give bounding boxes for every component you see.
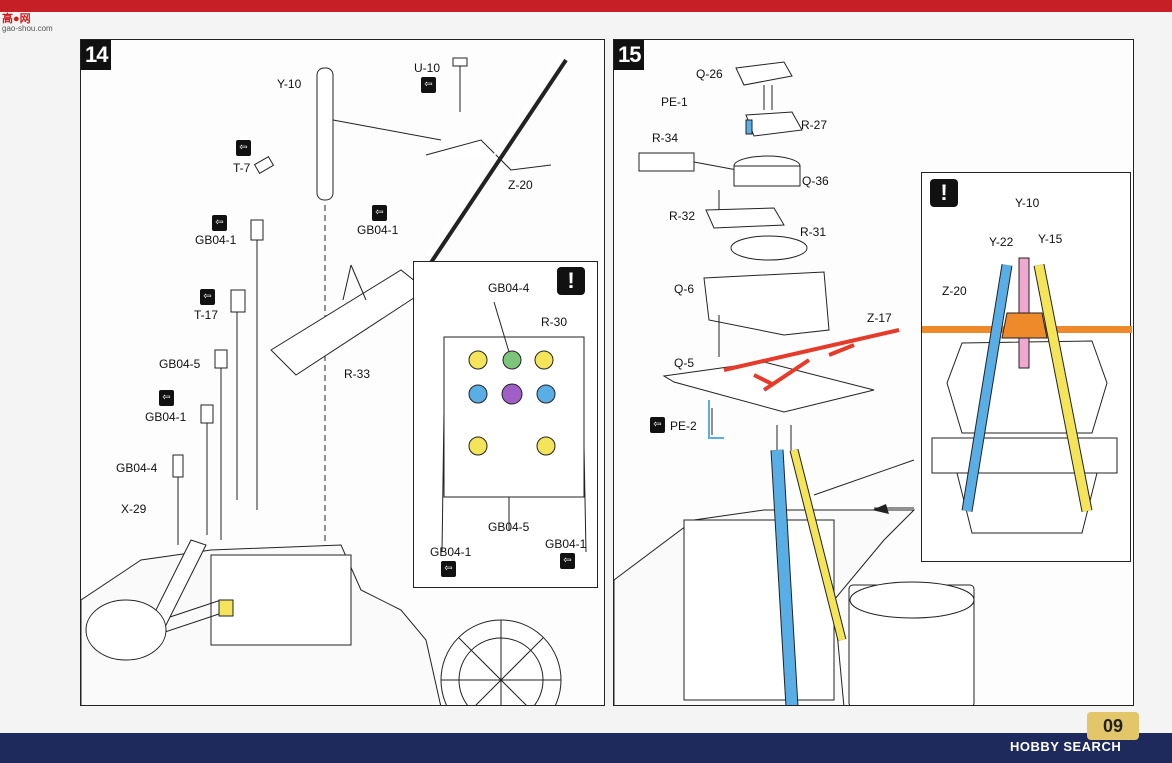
step-14-panel: 14 bbox=[80, 39, 605, 706]
sprue-drawing bbox=[441, 301, 587, 553]
label-inset-y10: Y-10 bbox=[1015, 196, 1040, 210]
warning-icon: ! bbox=[930, 179, 958, 207]
step-15-drawing bbox=[614, 61, 975, 705]
label-r31: R-31 bbox=[800, 225, 827, 239]
label-y10: Y-10 bbox=[277, 77, 302, 91]
label-r27: R-27 bbox=[801, 118, 828, 132]
cement-icon: ⇦ bbox=[650, 417, 665, 433]
label-inset-y15: Y-15 bbox=[1038, 232, 1063, 246]
label-inset-y22: Y-22 bbox=[989, 235, 1014, 249]
label-inset-gb04-1-right: GB04-1 bbox=[545, 537, 587, 551]
step-15-panel: 15 bbox=[613, 39, 1134, 706]
label-t17: T-17 bbox=[194, 308, 219, 322]
step-15-detail-inset: ! Y-10 Y-22 Y-15 Z-20 bbox=[921, 172, 1132, 562]
yellow-part-marker bbox=[218, 599, 234, 617]
step-14-number: 14 bbox=[81, 40, 112, 70]
warning-icon: ! bbox=[557, 267, 585, 295]
label-q6: Q-6 bbox=[674, 282, 695, 296]
page-number: 09 bbox=[1087, 712, 1139, 740]
bottom-color-bar bbox=[0, 733, 1172, 763]
cement-icon: ⇦ bbox=[560, 553, 575, 569]
label-r33: R-33 bbox=[344, 367, 371, 381]
label-gb04-1a: GB04-1 bbox=[195, 233, 237, 247]
label-u10: U-10 bbox=[414, 61, 441, 75]
label-z20: Z-20 bbox=[508, 178, 533, 192]
cement-icon: ⇦ bbox=[421, 77, 436, 93]
label-q5: Q-5 bbox=[674, 356, 695, 370]
label-inset-z20: Z-20 bbox=[942, 284, 967, 298]
label-pe1: PE-1 bbox=[661, 95, 688, 109]
label-gb04-4: GB04-4 bbox=[116, 461, 158, 475]
label-inset-gb04-5: GB04-5 bbox=[488, 520, 530, 534]
step-15-number: 15 bbox=[614, 40, 645, 70]
label-z17: Z-17 bbox=[867, 311, 892, 325]
cement-icon: ⇦ bbox=[236, 140, 251, 156]
step-14-detail-inset: ! GB04-4 R-30 GB04-5 GB04-1 GB04-1 bbox=[413, 261, 598, 588]
cement-icon: ⇦ bbox=[159, 390, 174, 406]
label-q36: Q-36 bbox=[802, 174, 829, 188]
label-r32: R-32 bbox=[669, 209, 696, 223]
site-watermark-url: gao-shou.com bbox=[2, 24, 53, 33]
label-t7: T-7 bbox=[233, 161, 251, 175]
label-x29: X-29 bbox=[121, 502, 147, 516]
hobbysearch-watermark: HOBBY SEARCH bbox=[1010, 739, 1122, 754]
label-inset-gb04-4: GB04-4 bbox=[488, 281, 530, 295]
cement-icon: ⇦ bbox=[200, 289, 215, 305]
label-q26: Q-26 bbox=[696, 67, 723, 81]
label-gb04-1c: GB04-1 bbox=[145, 410, 187, 424]
cement-icon: ⇦ bbox=[372, 205, 387, 221]
label-inset-gb04-1-left: GB04-1 bbox=[430, 545, 472, 559]
cement-icon: ⇦ bbox=[212, 215, 227, 231]
label-inset-r30: R-30 bbox=[541, 315, 568, 329]
step-14-drawing bbox=[81, 54, 568, 705]
label-gb04-1b: GB04-1 bbox=[357, 223, 399, 237]
label-pe2: PE-2 bbox=[670, 419, 697, 433]
mast-detail-drawing bbox=[922, 257, 1132, 534]
top-color-bar bbox=[0, 0, 1172, 12]
site-watermark-title: 高●网 bbox=[2, 13, 31, 25]
label-r34: R-34 bbox=[652, 131, 679, 145]
cement-icon: ⇦ bbox=[441, 561, 456, 577]
label-gb04-5: GB04-5 bbox=[159, 357, 201, 371]
